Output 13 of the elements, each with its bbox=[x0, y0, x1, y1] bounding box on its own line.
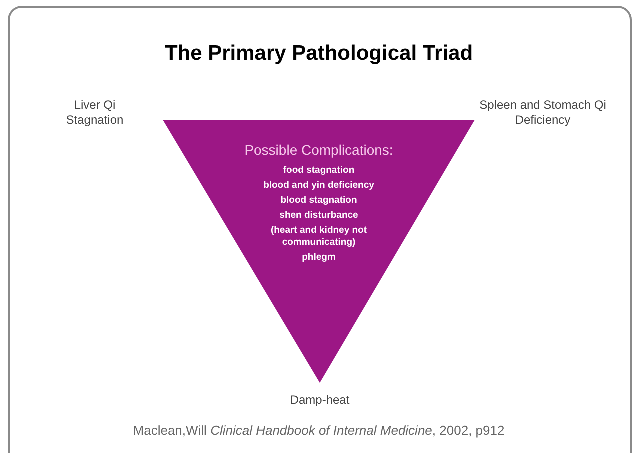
title: The Primary Pathological Triad bbox=[164, 41, 474, 67]
corner-label: Liver Qi Stagnation bbox=[65, 98, 125, 128]
caption: Maclean,Will Clinical Handbook of Internal Medicine, 2002, p912 bbox=[132, 422, 506, 440]
complication-text: shen disturbance bbox=[280, 210, 358, 222]
complication-text: (heart and kidney not communicating) bbox=[270, 225, 368, 249]
complication-text: blood and yin deficiency bbox=[264, 180, 374, 192]
complication-text: phlegm bbox=[302, 252, 336, 264]
heading: Possible Complications: bbox=[244, 141, 394, 160]
corner-label: Spleen and Stomach Qi Deficiency bbox=[478, 98, 608, 128]
corner-label: Damp-heat bbox=[289, 393, 351, 408]
complication-text: blood stagnation bbox=[280, 195, 358, 207]
complication-text: food stagnation bbox=[283, 165, 355, 177]
triangle bbox=[163, 120, 475, 383]
